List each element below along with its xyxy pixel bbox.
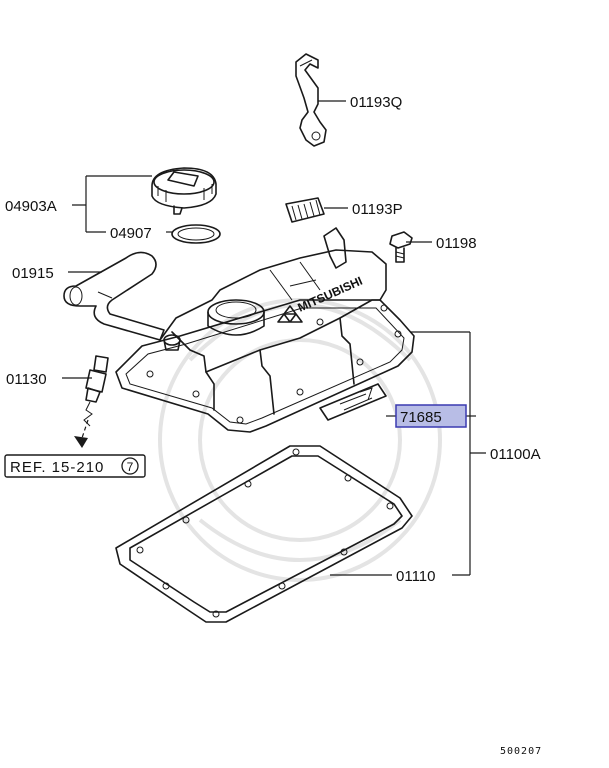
callout-01198[interactable]: 01198	[436, 235, 477, 252]
caution-label[interactable]	[319, 383, 387, 421]
callout-71685[interactable]: 71685	[400, 409, 442, 426]
rocker-cover[interactable]	[115, 227, 415, 433]
callout-01915[interactable]: 01915	[12, 265, 54, 282]
oil-filler-cap[interactable]	[151, 167, 217, 215]
callout-01100a[interactable]: 01100A	[490, 446, 541, 463]
bracket-01193q[interactable]	[295, 53, 327, 147]
callout-01130[interactable]: 01130	[6, 371, 47, 388]
highlight-box-71685	[395, 404, 467, 428]
callout-01193p[interactable]: 01193P	[352, 201, 403, 218]
callout-04903a[interactable]: 04903A	[5, 198, 57, 215]
callout-01193q[interactable]: 01193Q	[350, 94, 402, 111]
reference-text: REF. 15-210	[10, 459, 104, 476]
watermark-emblem	[158, 298, 442, 582]
callout-04907[interactable]: 04907	[110, 225, 152, 242]
callout-01110[interactable]: 01110	[396, 568, 436, 585]
cap-gasket[interactable]	[171, 224, 221, 244]
reference-circled-number: 7	[127, 460, 134, 474]
pcv-valve[interactable]	[83, 355, 109, 427]
pcv-hose[interactable]	[63, 251, 165, 341]
reference-link[interactable]: REF. 15-210 7	[4, 454, 146, 478]
cover-gasket[interactable]	[115, 445, 413, 623]
leader-lines	[62, 100, 486, 576]
bolt-01198[interactable]	[389, 231, 413, 263]
figure-number: 500207	[500, 746, 542, 757]
reference-arrow-icon	[74, 436, 88, 448]
grommet-01193p[interactable]	[285, 197, 325, 223]
